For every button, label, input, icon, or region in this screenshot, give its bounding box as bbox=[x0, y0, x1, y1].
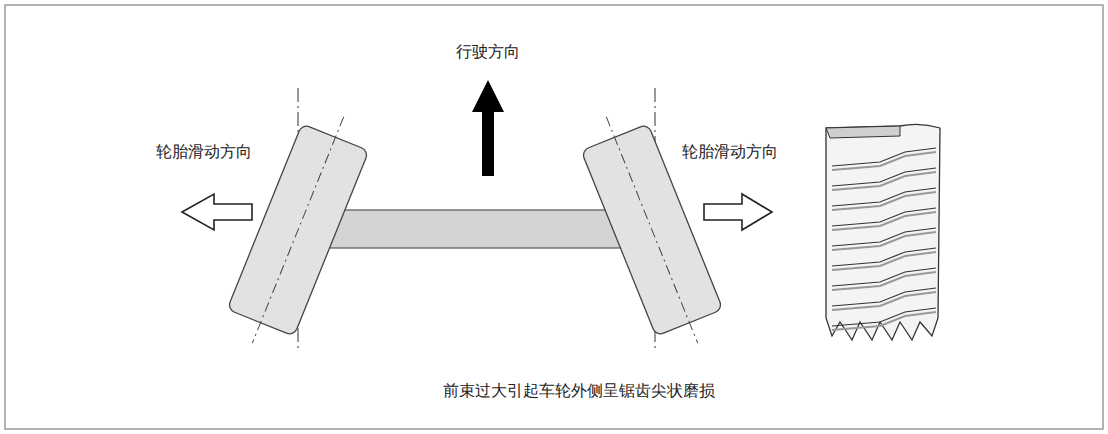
left-wheel bbox=[219, 103, 377, 356]
tread-groove bbox=[832, 268, 936, 286]
tread-groove bbox=[832, 308, 936, 326]
slide-arrow bbox=[704, 194, 772, 230]
slide-arrow bbox=[182, 194, 252, 230]
frame bbox=[5, 5, 1103, 429]
slide-label: 轮胎滑动方向 bbox=[156, 142, 252, 161]
tread-groove bbox=[832, 168, 936, 186]
driving-arrow bbox=[472, 80, 504, 176]
axle bbox=[325, 210, 635, 248]
caption: 前束过大引起车轮外侧呈锯齿尖状磨损 bbox=[443, 381, 715, 400]
tread-groove-shade bbox=[832, 172, 936, 190]
tread-groove-shade bbox=[832, 252, 936, 270]
tread-groove-shade bbox=[832, 192, 936, 210]
tread-groove-shade bbox=[832, 232, 936, 250]
tread-groove-shade bbox=[832, 152, 936, 170]
tread-groove-shade bbox=[832, 272, 936, 290]
direction-label: 行驶方向 bbox=[456, 42, 520, 61]
tread-groove bbox=[832, 228, 936, 246]
tread-groove bbox=[832, 208, 936, 226]
tread-groove bbox=[832, 248, 936, 266]
tread-groove bbox=[832, 148, 936, 166]
tread-groove-shade bbox=[832, 292, 936, 310]
tread-groove bbox=[832, 188, 936, 206]
tread-groove-shade bbox=[832, 312, 936, 330]
slide-label: 轮胎滑动方向 bbox=[682, 142, 778, 161]
tread-groove bbox=[832, 288, 936, 306]
right-wheel bbox=[573, 103, 731, 356]
sawtooth-tread-wear bbox=[826, 124, 940, 340]
tread-groove-shade bbox=[832, 212, 936, 230]
